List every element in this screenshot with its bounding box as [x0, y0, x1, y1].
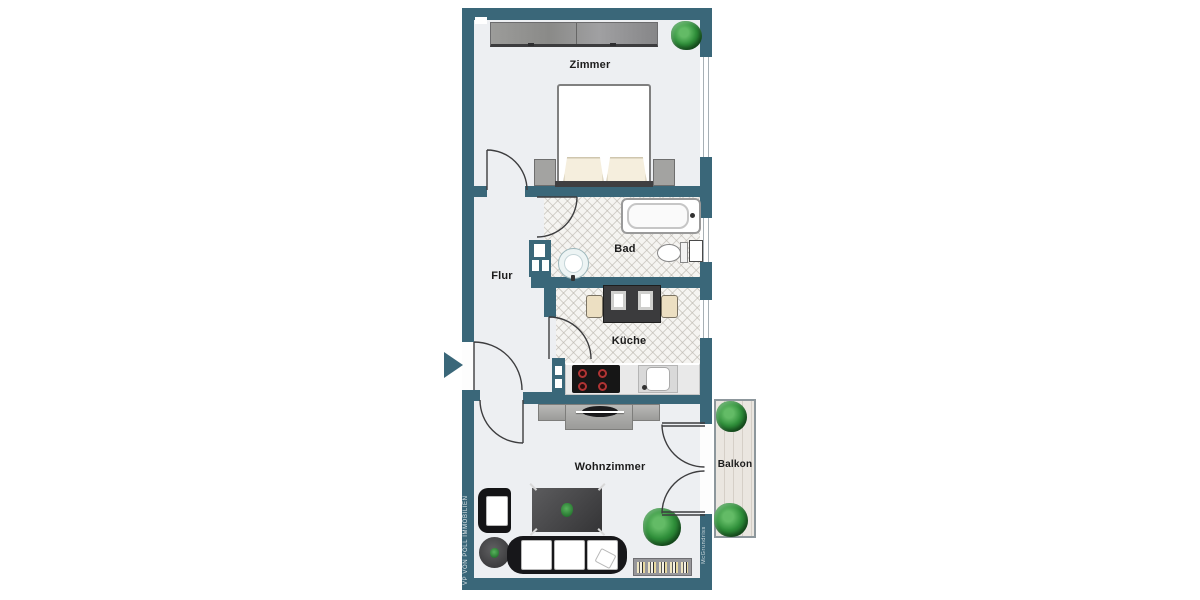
- plant-icon: [671, 21, 702, 50]
- bed-pillow: [563, 157, 604, 183]
- shaft-opening: [532, 260, 539, 271]
- chair: [638, 291, 653, 310]
- bookshelf-books: [637, 562, 688, 573]
- wall-kueche-left: [544, 277, 556, 317]
- room-label-balkon: Balkon: [717, 459, 753, 470]
- bathtub-inner: [627, 203, 689, 229]
- chair: [586, 295, 603, 318]
- washbasin-inner: [564, 254, 583, 273]
- balcony-door-opening: [700, 424, 712, 514]
- burner-icon: [598, 382, 607, 391]
- room-label-bad: Bad: [614, 243, 636, 255]
- room-label-wohnzimmer: Wohnzimmer: [574, 461, 646, 473]
- window-kueche: [700, 300, 712, 338]
- armchair-cushion: [486, 496, 508, 526]
- kitchen-sink-basin: [646, 367, 670, 391]
- tv-sideboard-center: [565, 404, 633, 430]
- basin-faucet-icon: [571, 275, 575, 281]
- shaft-opening: [555, 366, 562, 375]
- plant-icon: [643, 508, 681, 546]
- wall-zimmer-left: [462, 186, 487, 197]
- bath-cabinet: [689, 240, 703, 262]
- sink-faucet-icon: [642, 385, 647, 390]
- plant-icon: [716, 401, 747, 432]
- wardrobe: [490, 22, 658, 47]
- burner-icon: [598, 369, 607, 378]
- watermark-von-poll: VP VON POLL IMMOBILIEN: [463, 495, 469, 585]
- wall-flur-bottom: [462, 390, 480, 401]
- room-label-kueche: Küche: [611, 335, 647, 347]
- wardrobe-handle: [528, 43, 534, 46]
- chair: [661, 295, 678, 318]
- nightstand: [653, 159, 675, 186]
- room-label-zimmer: Zimmer: [569, 59, 611, 71]
- entrance-arrow-icon: [444, 352, 463, 378]
- chair: [611, 291, 626, 310]
- room-label-flur: Flur: [491, 270, 513, 282]
- tv-stand: [576, 411, 624, 413]
- shaft-opening: [555, 379, 562, 388]
- shaft-opening: [542, 260, 549, 271]
- toilet-tank: [680, 242, 688, 263]
- nightstand: [534, 159, 556, 186]
- shaft-opening: [534, 244, 545, 257]
- tub-faucet-icon: [690, 213, 695, 218]
- plant-icon: [490, 548, 499, 558]
- sofa-cushion: [554, 540, 585, 570]
- wall-bad-bottom: [531, 277, 712, 288]
- wardrobe-handle: [610, 43, 616, 46]
- window-zimmer: [700, 57, 712, 157]
- sofa-cushion: [521, 540, 552, 570]
- wall-zimmer-bottom: [525, 186, 712, 197]
- wardrobe-seam: [576, 23, 577, 44]
- bed-headboard: [555, 181, 653, 187]
- entrance-opening: [462, 342, 474, 390]
- plant-icon: [561, 503, 573, 517]
- burner-icon: [578, 369, 587, 378]
- watermark-mcgrundriss: McGrundriss: [701, 526, 707, 564]
- toilet: [657, 244, 681, 262]
- burner-icon: [578, 382, 587, 391]
- wall-switch-symbol: [475, 17, 487, 24]
- window-bad: [700, 218, 712, 262]
- plant-icon: [714, 503, 748, 537]
- bed-pillow: [606, 157, 647, 183]
- wall-wohnzimmer-top: [523, 392, 712, 404]
